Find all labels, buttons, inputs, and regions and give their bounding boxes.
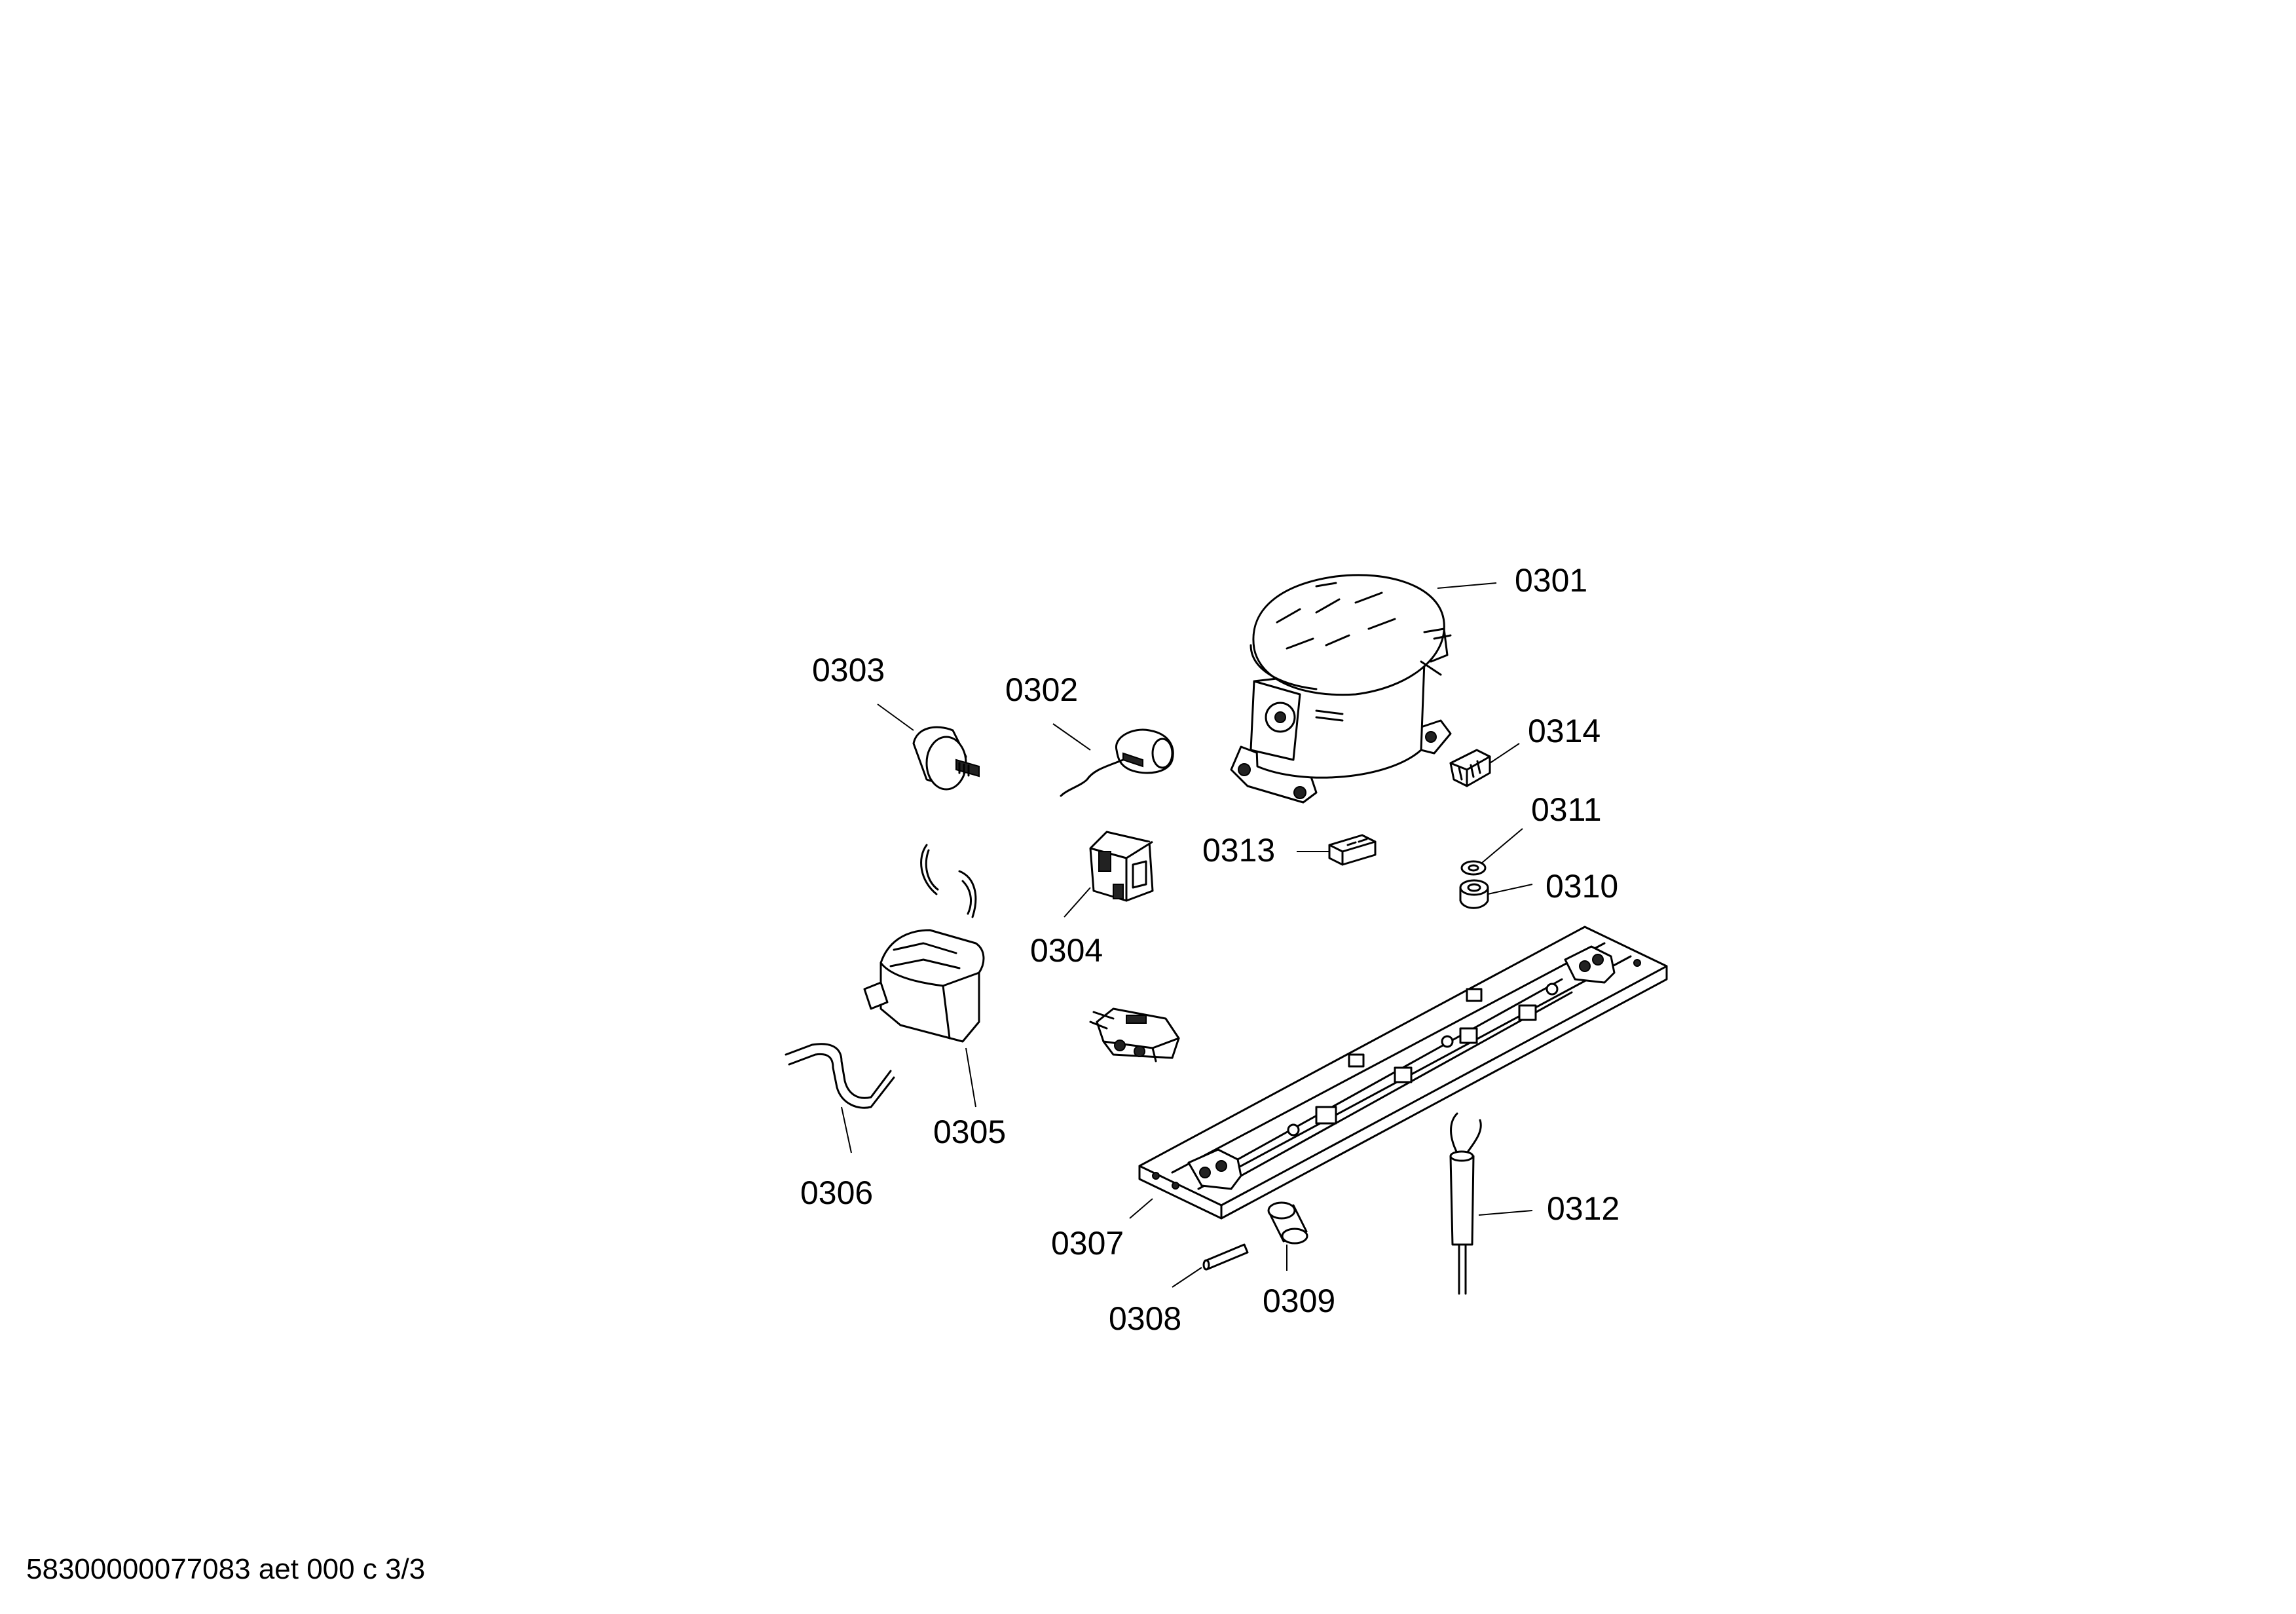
part-label-0308: 0308	[1109, 1300, 1181, 1337]
part-0305-cover	[863, 929, 985, 1043]
part-0310-grommet	[1459, 879, 1489, 909]
document-code: 58300000077083 aet 000 c 3/3	[26, 1553, 425, 1585]
part-label-0303: 0303	[812, 652, 885, 688]
part-0311-washer	[1460, 860, 1487, 876]
part-label-0302: 0302	[1005, 671, 1078, 708]
part-0313-clip	[1328, 834, 1377, 866]
part-label-0312: 0312	[1547, 1190, 1620, 1227]
part-label-0306: 0306	[800, 1174, 873, 1211]
part-label-0305: 0305	[933, 1114, 1006, 1150]
part-spring-clip	[920, 844, 977, 918]
leader-lines	[841, 582, 1533, 1288]
part-label-0309: 0309	[1263, 1283, 1335, 1319]
part-label-0311: 0311	[1531, 791, 1602, 828]
part-0302-starter-relay	[1060, 728, 1174, 797]
part-0306-bracket	[785, 1043, 895, 1109]
part-0308-pin	[1202, 1243, 1249, 1271]
part-label-0301: 0301	[1515, 562, 1587, 599]
part-label-0314: 0314	[1528, 713, 1601, 749]
part-0307-rail	[1138, 926, 1668, 1220]
part-connector-block	[1089, 1007, 1180, 1062]
part-label-0310: 0310	[1546, 868, 1618, 905]
part-label-0313: 0313	[1202, 832, 1275, 869]
part-0301-compressor	[1230, 574, 1452, 804]
part-0309-sleeve	[1267, 1201, 1308, 1245]
part-0314-clip	[1449, 749, 1491, 787]
part-labels: 0301 0302 0303 0304 0305 0306 0307 0308 …	[800, 562, 1620, 1337]
part-0303-cap	[912, 726, 980, 791]
part-0304-relay	[1089, 831, 1154, 902]
part-0312-sensor	[1449, 1112, 1482, 1295]
part-label-0307: 0307	[1051, 1225, 1124, 1262]
part-label-0304: 0304	[1030, 932, 1103, 969]
